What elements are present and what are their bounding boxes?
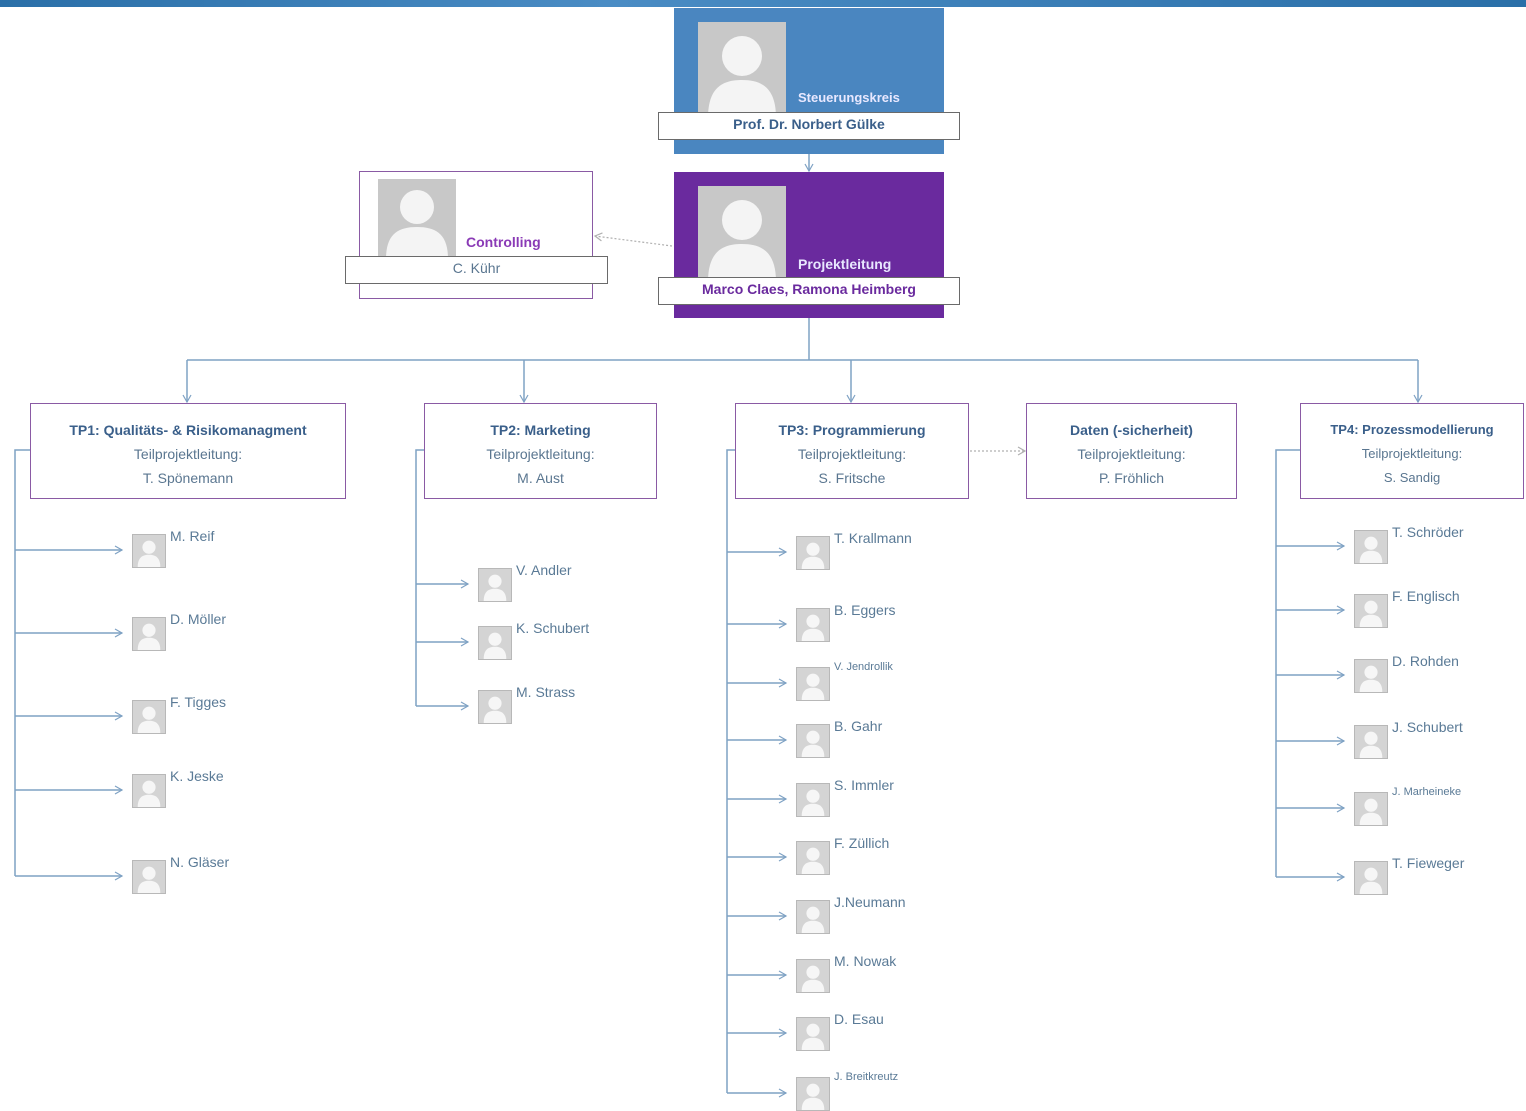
team-member-name: D. Rohden (1392, 653, 1459, 669)
team-member-name: T. Krallmann (834, 530, 912, 546)
avatar-placeholder-icon (1354, 594, 1388, 628)
team-member-name: J. Schubert (1392, 719, 1463, 735)
avatar-placeholder-icon (698, 22, 786, 118)
subproject-lead-name: P. Fröhlich (1098, 470, 1165, 486)
team-member-name: B. Eggers (834, 602, 896, 618)
subproject-title: TP1: Qualitäts- & Risikomanagment (69, 422, 307, 438)
controlling-role-label: Controlling (466, 234, 541, 250)
team-member-name: K. Jeske (170, 768, 224, 784)
avatar-placeholder-icon (132, 774, 166, 808)
subproject-lead-label: Teilprojektleitung: (1077, 446, 1186, 462)
steering-role-label: Steuerungskreis (798, 90, 900, 105)
team-member-name: J. Marheineke (1392, 786, 1462, 798)
avatar-placeholder-icon (1354, 792, 1388, 826)
avatar-placeholder-icon (378, 179, 456, 259)
project-lead-name-bar: Marco Claes, Ramona Heimberg (658, 277, 960, 305)
team-member-name: J. Breitkreutz (834, 1071, 899, 1083)
subproject-box-data-security: Daten (-sicherheit) Teilprojektleitung: … (1026, 403, 1237, 499)
subproject-lead-name: S. Sandig (1383, 470, 1441, 485)
avatar-placeholder-icon (796, 783, 830, 817)
avatar-placeholder-icon (132, 700, 166, 734)
lead-to-controlling-connector (593, 232, 673, 247)
avatar-placeholder-icon (698, 186, 786, 282)
avatar-placeholder-icon (796, 1077, 830, 1111)
subproject-lead-label: Teilprojektleitung: (797, 446, 907, 462)
avatar-placeholder-icon (796, 959, 830, 993)
controlling-name-bar: C. Kühr (345, 256, 608, 284)
subproject-lead-label: Teilprojektleitung: (486, 446, 595, 462)
member-spine-line (415, 449, 424, 706)
avatar-placeholder-icon (796, 536, 830, 570)
subproject-title: TP2: Marketing (490, 422, 591, 438)
project-lead-role-label: Projektleitung (798, 256, 892, 272)
avatar-placeholder-icon (1354, 659, 1388, 693)
subproject-box-tp4: TP4: Prozessmodellierung Teilprojektleit… (1300, 403, 1524, 499)
top-banner-stripe (0, 0, 1526, 7)
avatar-placeholder-icon (1354, 861, 1388, 895)
member-spine-line (1275, 449, 1300, 877)
steering-name-bar: Prof. Dr. Norbert Gülke (658, 112, 960, 140)
team-member-name: M. Strass (516, 684, 576, 700)
team-member-name: D. Esau (834, 1011, 884, 1027)
subproject-box-tp2: TP2: Marketing Teilprojektleitung: M. Au… (424, 403, 657, 499)
avatar-placeholder-icon (132, 860, 166, 894)
member-spine-line (726, 449, 735, 1093)
subproject-title: TP3: Programmierung (778, 422, 926, 438)
team-member-name: M. Nowak (834, 953, 897, 969)
avatar-placeholder-icon (1354, 530, 1388, 564)
avatar-placeholder-icon (796, 900, 830, 934)
avatar-placeholder-icon (796, 724, 830, 758)
team-member-name: N. Gläser (170, 854, 230, 870)
avatar-placeholder-icon (478, 568, 512, 602)
avatar-placeholder-icon (796, 667, 830, 701)
subproject-box-tp3: TP3: Programmierung Teilprojektleitung: … (735, 403, 969, 499)
team-member-name: B. Gahr (834, 718, 883, 734)
avatar-placeholder-icon (1354, 725, 1388, 759)
subproject-title: Daten (-sicherheit) (1070, 422, 1193, 438)
team-member-name: F. Englisch (1392, 588, 1460, 604)
subproject-lead-name: T. Spönemann (142, 470, 234, 486)
team-member-name: M. Reif (170, 528, 215, 544)
avatar-placeholder-icon (796, 608, 830, 642)
team-member-name: V. Jendrollik (834, 661, 893, 673)
team-member-name: D. Möller (170, 611, 227, 627)
avatar-placeholder-icon (478, 626, 512, 660)
team-member-name: F. Züllich (834, 835, 890, 851)
subproject-lead-name: S. Fritsche (818, 470, 886, 486)
subproject-title: TP4: Prozessmodellierung (1330, 422, 1494, 437)
subproject-box-tp1: TP1: Qualitäts- & Risikomanagment Teilpr… (30, 403, 346, 499)
team-member-name: F. Tigges (170, 694, 227, 710)
avatar-placeholder-icon (132, 534, 166, 568)
team-member-name: V. Andler (516, 562, 572, 578)
avatar-placeholder-icon (796, 1017, 830, 1051)
team-member-name: K. Schubert (516, 620, 590, 636)
avatar-placeholder-icon (796, 841, 830, 875)
team-member-name: S. Immler (834, 777, 894, 793)
avatar-placeholder-icon (478, 690, 512, 724)
team-member-name: J.Neumann (834, 894, 906, 910)
team-member-name: T. Schröder (1392, 524, 1464, 540)
member-spine-line (14, 449, 30, 876)
subproject-lead-name: M. Aust (517, 470, 564, 486)
subproject-lead-label: Teilprojektleitung: (133, 446, 243, 462)
subproject-lead-label: Teilprojektleitung: (1361, 446, 1463, 461)
avatar-placeholder-icon (132, 617, 166, 651)
team-member-name: T. Fieweger (1392, 855, 1465, 871)
